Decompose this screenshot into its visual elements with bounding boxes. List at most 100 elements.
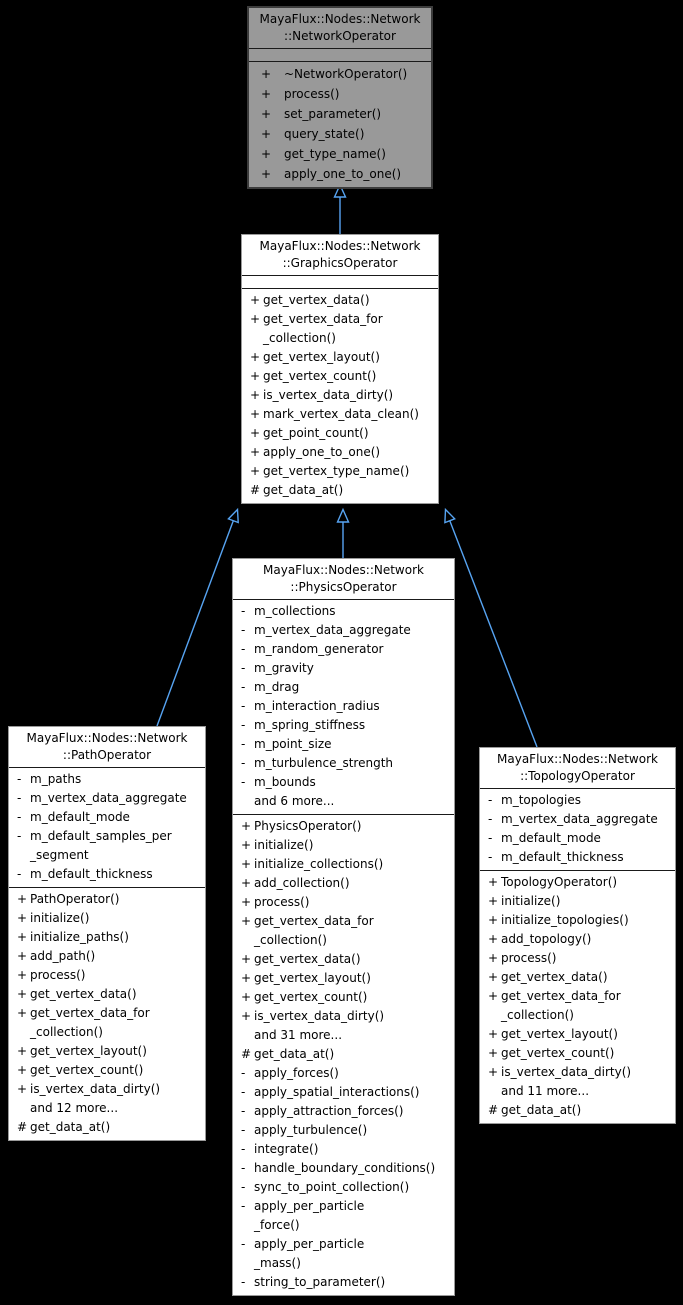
class-box-path-operator[interactable]: MayaFlux::Nodes::Network ::PathOperator … bbox=[8, 726, 206, 1141]
member-label: get_vertex_data() bbox=[30, 987, 137, 1001]
member-access-prefix: + bbox=[241, 876, 252, 890]
member-access-prefix: - bbox=[241, 756, 246, 770]
class-title: MayaFlux::Nodes::Network ::NetworkOperat… bbox=[249, 8, 431, 49]
member-access-prefix: + bbox=[250, 407, 261, 421]
attribute-row: - m_default_thickness bbox=[14, 865, 203, 884]
attribute-row: - m_collections bbox=[238, 602, 452, 621]
member-label: get_vertex_type_name() bbox=[263, 464, 410, 478]
member-access-prefix: + bbox=[488, 951, 499, 965]
methods-section: + ~NetworkOperator() + process() + set_p… bbox=[249, 62, 431, 187]
method-row: + get_vertex_data() bbox=[238, 950, 452, 969]
method-row: # get_data_at() bbox=[14, 1118, 203, 1137]
member-label: TopologyOperator() bbox=[501, 875, 618, 889]
member-access-prefix: + bbox=[241, 990, 252, 1004]
attributes-section: - m_topologies - m_vertex_data_aggregate… bbox=[480, 789, 675, 871]
method-row: + set_parameter() bbox=[258, 104, 429, 124]
method-row: + add_topology() bbox=[485, 930, 673, 949]
member-label: get_data_at() bbox=[30, 1120, 111, 1134]
member-access-prefix: + bbox=[241, 819, 252, 833]
member-access-prefix: + bbox=[17, 1063, 28, 1077]
method-row: - apply_turbulence() bbox=[238, 1121, 452, 1140]
member-label: apply_one_to_one() bbox=[263, 445, 381, 459]
member-access-prefix: + bbox=[488, 875, 499, 889]
method-row: and 12 more... bbox=[14, 1099, 203, 1118]
member-label: m_vertex_data_aggregate bbox=[30, 791, 187, 805]
member-label: m_topologies bbox=[501, 793, 581, 807]
member-access-prefix: - bbox=[241, 680, 246, 694]
member-label: m_spring_stiffness bbox=[254, 718, 366, 732]
member-access-prefix: + bbox=[488, 989, 499, 1003]
member-label: get_vertex_layout() bbox=[254, 971, 371, 985]
member-label: m_vertex_data_aggregate bbox=[501, 812, 658, 826]
method-row: + get_vertex_type_name() bbox=[247, 462, 436, 481]
attributes-section: - m_collections - m_vertex_data_aggregat… bbox=[233, 600, 454, 815]
attribute-row: - m_default_mode bbox=[14, 808, 203, 827]
member-label: m_random_generator bbox=[254, 642, 384, 656]
member-label: m_drag bbox=[254, 680, 300, 694]
member-label: m_paths bbox=[30, 772, 82, 786]
methods-section: + PhysicsOperator() + initialize() + ini… bbox=[233, 815, 454, 1295]
member-label: process() bbox=[284, 87, 340, 101]
class-box-graphics-operator[interactable]: MayaFlux::Nodes::Network ::GraphicsOpera… bbox=[241, 234, 439, 504]
attribute-row: - m_point_size bbox=[238, 735, 452, 754]
member-label: get_vertex_data() bbox=[254, 952, 361, 966]
member-access-prefix: - bbox=[241, 642, 246, 656]
member-access-prefix: - bbox=[241, 1237, 246, 1251]
class-box-physics-operator[interactable]: MayaFlux::Nodes::Network ::PhysicsOperat… bbox=[232, 558, 455, 1296]
member-label: get_vertex_data_for _collection() bbox=[501, 989, 621, 1022]
method-row: + is_vertex_data_dirty() bbox=[485, 1063, 673, 1082]
member-access-prefix: - bbox=[241, 1066, 246, 1080]
inheritance-arrow-physics-to-graphics bbox=[336, 507, 350, 558]
member-access-prefix: + bbox=[17, 1044, 28, 1058]
member-label: initialize() bbox=[501, 894, 561, 908]
member-access-prefix: - bbox=[241, 604, 246, 618]
member-label: add_path() bbox=[30, 949, 96, 963]
member-access-prefix: - bbox=[241, 1161, 246, 1175]
member-label: m_vertex_data_aggregate bbox=[254, 623, 411, 637]
member-access-prefix: - bbox=[241, 737, 246, 751]
member-access-prefix: + bbox=[488, 1027, 499, 1041]
method-row: + get_vertex_layout() bbox=[247, 348, 436, 367]
member-label: sync_to_point_collection() bbox=[254, 1180, 410, 1194]
attribute-row: - m_spring_stiffness bbox=[238, 716, 452, 735]
method-row: + initialize_collections() bbox=[238, 855, 452, 874]
method-row: + PhysicsOperator() bbox=[238, 817, 452, 836]
member-label: apply_per_particle _mass() bbox=[254, 1237, 365, 1270]
method-row: - string_to_parameter() bbox=[238, 1273, 452, 1292]
class-box-network-operator[interactable]: MayaFlux::Nodes::Network ::NetworkOperat… bbox=[247, 6, 433, 189]
member-label: get_data_at() bbox=[263, 483, 344, 497]
attribute-row: - m_interaction_radius bbox=[238, 697, 452, 716]
member-access-prefix: + bbox=[17, 1082, 28, 1096]
member-label: get_data_at() bbox=[254, 1047, 335, 1061]
member-label: string_to_parameter() bbox=[254, 1275, 386, 1289]
method-row: and 31 more... bbox=[238, 1026, 452, 1045]
member-access-prefix: + bbox=[261, 127, 272, 141]
member-label: get_point_count() bbox=[263, 426, 369, 440]
inheritance-arrow-topology-to-graphics bbox=[444, 507, 538, 748]
member-label: and 12 more... bbox=[30, 1101, 119, 1115]
method-row: + get_vertex_layout() bbox=[485, 1025, 673, 1044]
member-access-prefix: + bbox=[250, 464, 261, 478]
member-label: apply_forces() bbox=[254, 1066, 339, 1080]
member-label: initialize_collections() bbox=[254, 857, 384, 871]
member-label: apply_spatial_interactions() bbox=[254, 1085, 420, 1099]
member-access-prefix: + bbox=[488, 970, 499, 984]
method-row: # get_data_at() bbox=[238, 1045, 452, 1064]
member-label: get_vertex_data() bbox=[501, 970, 608, 984]
method-row: + get_vertex_layout() bbox=[238, 969, 452, 988]
method-row: + get_type_name() bbox=[258, 144, 429, 164]
class-box-topology-operator[interactable]: MayaFlux::Nodes::Network ::TopologyOpera… bbox=[479, 747, 676, 1124]
member-label: m_default_mode bbox=[501, 831, 601, 845]
member-access-prefix: - bbox=[17, 829, 22, 843]
member-access-prefix: - bbox=[17, 772, 22, 786]
member-access-prefix: + bbox=[17, 1006, 28, 1020]
member-access-prefix: # bbox=[241, 1047, 252, 1061]
class-title: MayaFlux::Nodes::Network ::GraphicsOpera… bbox=[242, 235, 438, 276]
member-access-prefix: # bbox=[17, 1120, 28, 1134]
method-row: + get_vertex_data_for _collection() bbox=[485, 987, 673, 1025]
method-row: + TopologyOperator() bbox=[485, 873, 673, 892]
attribute-row: - m_vertex_data_aggregate bbox=[485, 810, 673, 829]
member-label: set_parameter() bbox=[284, 107, 382, 121]
method-row: + is_vertex_data_dirty() bbox=[14, 1080, 203, 1099]
method-row: + initialize() bbox=[14, 909, 203, 928]
